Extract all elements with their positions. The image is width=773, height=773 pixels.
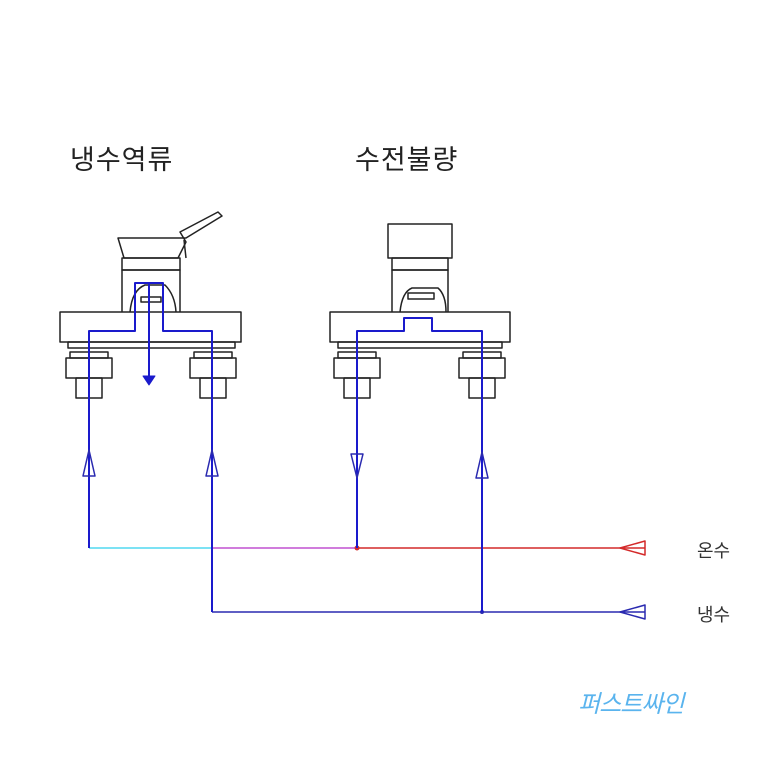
label-hot-water: 온수	[697, 541, 731, 562]
label-cold-water: 냉수	[697, 605, 731, 626]
left-faucet	[59, 211, 242, 399]
up-arrow-icon	[205, 449, 219, 477]
up-arrow-icon	[82, 449, 96, 477]
right-flow	[356, 317, 483, 612]
cold-arrow-icon	[619, 604, 646, 620]
hot-arrow-icon	[619, 540, 646, 556]
logo: 퍼스트싸인	[578, 690, 684, 718]
up-arrow-icon	[475, 451, 489, 479]
left-flow	[88, 282, 213, 612]
down-arrow-icon	[350, 453, 364, 479]
drain-arrow-icon	[142, 375, 156, 386]
title-faucet-defect: 수전불량	[355, 145, 459, 176]
title-cold-backflow: 냉수역류	[70, 145, 174, 176]
